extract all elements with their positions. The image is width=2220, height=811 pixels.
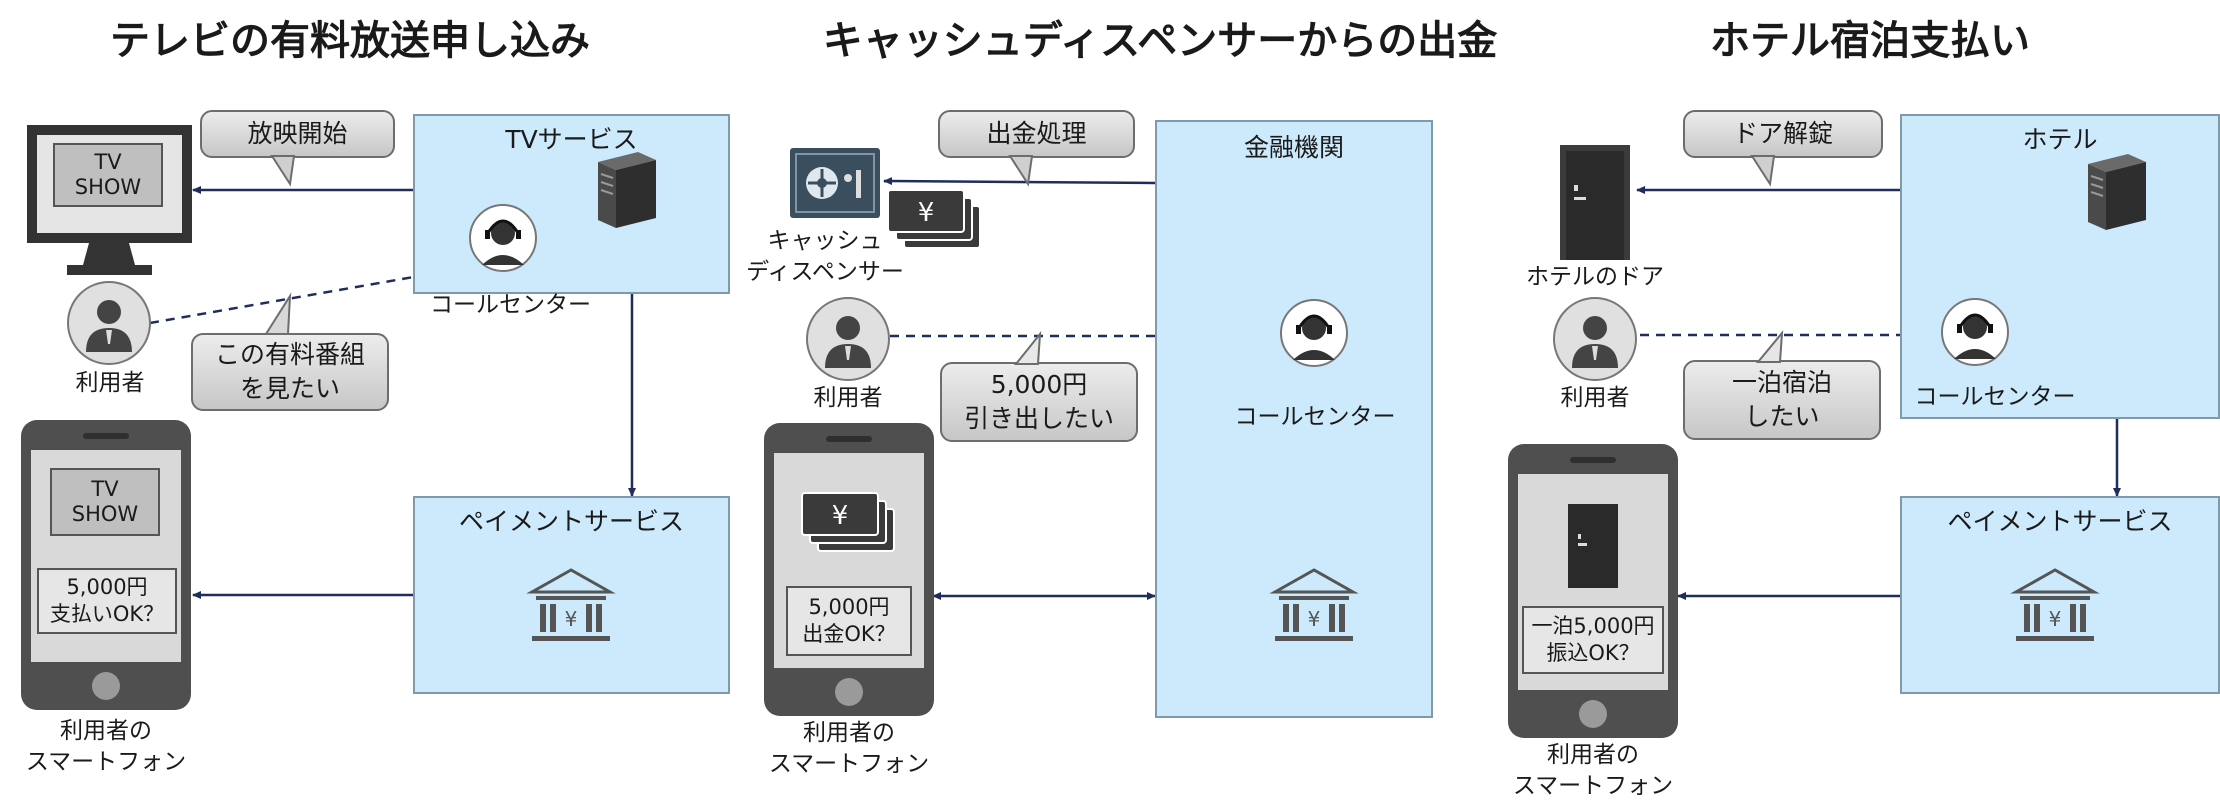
title-atm: キャッシュディスペンサーからの出金 bbox=[822, 18, 1498, 64]
svg-text:¥: ¥ bbox=[565, 607, 578, 631]
door-icon bbox=[1568, 504, 1618, 588]
atm-bank-box: 金融機関 bbox=[1155, 120, 1433, 718]
home-button bbox=[1579, 700, 1607, 728]
call-center-agent-icon bbox=[1280, 299, 1348, 367]
bubble-hotel-request: 一泊宿泊 したい bbox=[1683, 360, 1881, 440]
bubble-door-unlock: ドア解錠 bbox=[1683, 110, 1883, 158]
hotel-phone-message: 一泊5,000円 振込OK？ bbox=[1522, 606, 1664, 674]
call-center-agent-icon bbox=[1941, 298, 2009, 366]
tv-smartphone bbox=[21, 420, 191, 710]
title-hotel: ホテル宿泊支払い bbox=[1710, 18, 2030, 64]
cash-dispenser-label: キャッシュ ディスペンサー bbox=[746, 228, 904, 286]
bubble-tv-request: この有料番組 を見たい bbox=[191, 333, 389, 411]
bank-icon: ¥ bbox=[2010, 568, 2100, 641]
bank-icon: ¥ bbox=[1269, 568, 1359, 641]
door-icon bbox=[1560, 145, 1630, 260]
server-icon bbox=[2088, 154, 2146, 230]
atm-phone-label: 利用者の スマートフォン bbox=[768, 720, 930, 778]
tv-phone-message: 5,000円 支払いOK？ bbox=[37, 568, 177, 634]
home-button bbox=[835, 678, 863, 706]
tv-service-box: TVサービス bbox=[413, 114, 730, 294]
bubble-tail bbox=[1750, 155, 1776, 187]
hotel-door-label: ホテルのドア bbox=[1526, 264, 1664, 290]
user-icon bbox=[67, 281, 151, 365]
arrow-atm-bank-to-dispenser bbox=[883, 177, 1156, 186]
home-button bbox=[92, 672, 120, 700]
bubble-tail bbox=[1008, 155, 1034, 187]
bubble-tail bbox=[264, 292, 292, 335]
atm-user-label: 利用者 bbox=[813, 385, 883, 411]
bank-icon: ¥ bbox=[526, 568, 616, 641]
user-icon bbox=[806, 297, 890, 381]
hotel-call-center-label: コールセンター bbox=[1914, 384, 2076, 410]
bubble-withdraw-process: 出金処理 bbox=[938, 110, 1135, 158]
bubble-tail bbox=[1013, 330, 1042, 365]
user-icon bbox=[1553, 297, 1637, 381]
atm-phone-message: 5,000円 出金OK？ bbox=[786, 586, 912, 656]
money-icon: ¥ bbox=[887, 189, 981, 249]
bubble-start-broadcast: 放映開始 bbox=[200, 110, 395, 158]
tv-payment-label: ペイメントサービス bbox=[458, 507, 684, 536]
atm-bank-label: 金融機関 bbox=[1243, 133, 1344, 162]
tv-call-center-label: コールセンター bbox=[430, 292, 591, 318]
tv-show-text: TV SHOW bbox=[53, 143, 163, 207]
bubble-tail bbox=[270, 155, 296, 187]
atm-smartphone bbox=[764, 423, 934, 716]
tv-phone-label: 利用者の スマートフォン bbox=[25, 718, 187, 776]
title-tv: テレビの有料放送申し込み bbox=[110, 18, 590, 64]
call-center-agent-icon bbox=[469, 204, 537, 272]
hotel-phone-label: 利用者の スマートフォン bbox=[1512, 742, 1674, 800]
atm-call-center-label: コールセンター bbox=[1234, 404, 1396, 430]
tv-payment-box: ペイメントサービス bbox=[413, 496, 730, 694]
hotel-label: ホテル bbox=[2022, 125, 2098, 154]
tv-user-label: 利用者 bbox=[75, 370, 145, 396]
phone-tv-show-text: TV SHOW bbox=[50, 468, 160, 536]
bubble-unlock-text: ドア解錠 bbox=[1732, 119, 1833, 149]
arrow-tv-user-to-callcenter bbox=[149, 265, 466, 325]
svg-text:¥: ¥ bbox=[1308, 607, 1321, 631]
safe-icon bbox=[790, 148, 880, 218]
bubble-atm-request: 5,000円 引き出したい bbox=[940, 362, 1138, 442]
svg-text:¥: ¥ bbox=[832, 501, 849, 531]
bubble-start-text: 放映開始 bbox=[247, 119, 348, 149]
hotel-box: ホテル bbox=[1900, 114, 2220, 419]
hotel-payment-box: ペイメントサービス bbox=[1900, 496, 2220, 694]
svg-text:¥: ¥ bbox=[918, 198, 935, 228]
bubble-process-text: 出金処理 bbox=[986, 119, 1087, 149]
svg-text:¥: ¥ bbox=[2049, 607, 2062, 631]
hotel-payment-label: ペイメントサービス bbox=[1947, 507, 2173, 536]
hotel-smartphone bbox=[1508, 444, 1678, 738]
bubble-tail bbox=[1755, 329, 1784, 363]
server-icon bbox=[598, 152, 656, 228]
tv-service-label: TVサービス bbox=[505, 125, 638, 154]
hotel-user-label: 利用者 bbox=[1560, 385, 1630, 411]
money-icon: ¥ bbox=[801, 492, 895, 552]
